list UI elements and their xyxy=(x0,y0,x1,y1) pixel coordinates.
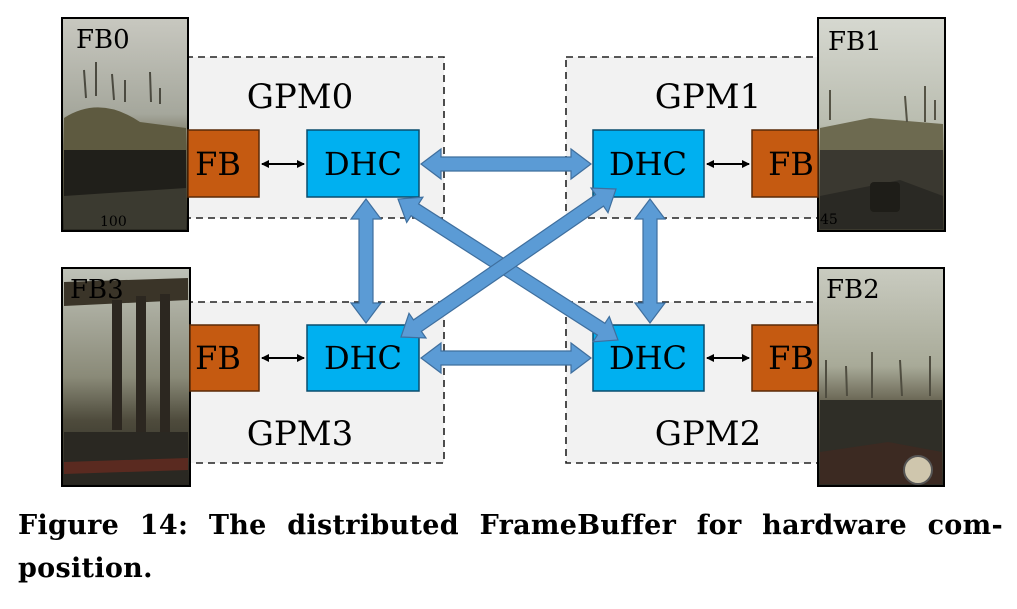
gpm2-dhc-label: DHC xyxy=(609,339,687,377)
link-gpm0-gpm3-arrow xyxy=(349,198,383,324)
gpm3-fb-label: FB xyxy=(195,339,241,377)
fb1-label: FB1 xyxy=(828,27,882,57)
fb1-screenshot: 45 FB1 xyxy=(817,17,946,232)
gpm3-fb-box xyxy=(189,324,260,392)
gpm0-dhc-label: DHC xyxy=(324,145,402,183)
fb0-hud-text: 100 xyxy=(100,214,127,230)
gpm1-dhc-label: DHC xyxy=(609,145,687,183)
figure-caption: Figure 14: The distributed FrameBuffer f… xyxy=(18,504,1003,590)
fb2-screenshot: FB2 xyxy=(817,267,945,487)
gpm0-label: GPM0 xyxy=(247,77,353,117)
gpm0-dhc-box xyxy=(306,129,420,198)
gpm0-fb-box xyxy=(187,129,260,198)
link-gpm3-gpm2-arrow xyxy=(420,341,592,375)
fb0-label: FB0 xyxy=(76,25,130,55)
dhc-links xyxy=(349,147,667,375)
link-gpm1-gpm2-arrow xyxy=(633,198,667,324)
gpm3-label: GPM3 xyxy=(247,414,353,454)
gpm1-dhc-box xyxy=(592,129,705,198)
gpm3-dhc-box xyxy=(306,324,420,392)
link-gpm1-gpm3-arrow xyxy=(400,187,617,339)
gpm2-fb-label: FB xyxy=(768,339,814,377)
gpm3-dhc-label: DHC xyxy=(324,339,402,377)
gpm2-label: GPM2 xyxy=(655,414,761,454)
fb0-screenshot: 100 FB0 xyxy=(61,17,189,232)
gpm2-fb-box xyxy=(751,324,819,392)
gpm1-label: GPM1 xyxy=(655,77,761,117)
fb3-label: FB3 xyxy=(70,275,124,305)
caption-line-2: position. xyxy=(18,553,153,584)
caption-line-1: Figure 14: The distributed FrameBuffer f… xyxy=(18,510,1003,541)
gpm1-fb-label: FB xyxy=(768,145,814,183)
gpm0-fb-label: FB xyxy=(195,145,241,183)
fb1-hud-text: 45 xyxy=(820,212,838,228)
link-gpm0-gpm1-arrow xyxy=(420,147,592,181)
gpm1-fb-box xyxy=(751,129,819,198)
fb3-screenshot: FB3 xyxy=(61,267,191,487)
fb2-label: FB2 xyxy=(826,275,880,305)
